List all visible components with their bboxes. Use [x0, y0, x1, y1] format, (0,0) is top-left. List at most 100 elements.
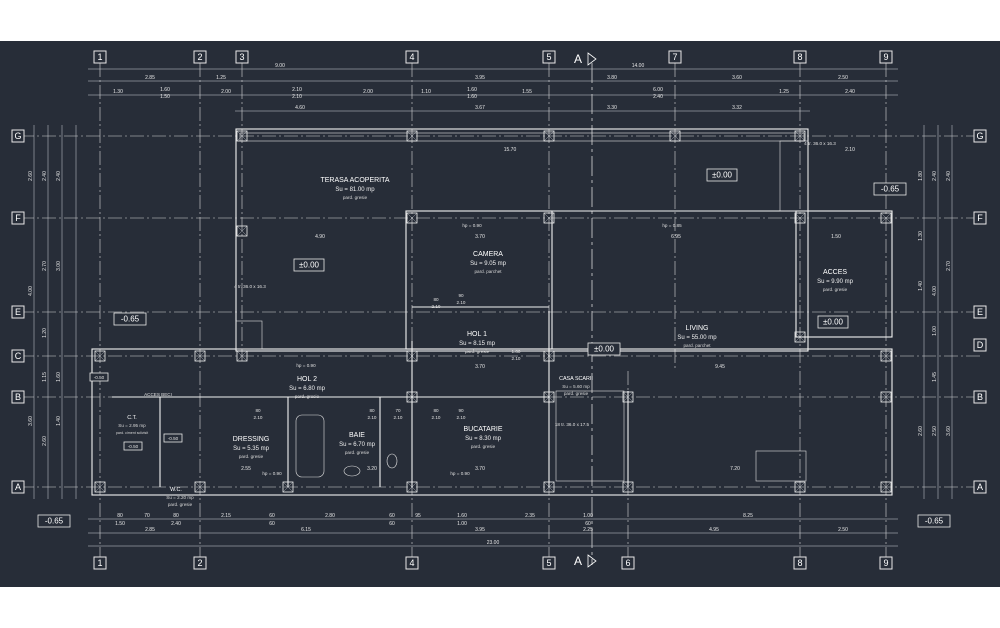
svg-text:Su = 9.90 mp: Su = 9.90 mp [817, 279, 854, 285]
svg-text:2.85: 2.85 [145, 527, 155, 533]
svg-text:hp = 0.90: hp = 0.90 [462, 223, 482, 228]
column-16 [543, 391, 555, 403]
svg-text:1.00: 1.00 [932, 326, 938, 336]
column-0 [236, 130, 248, 142]
axis-right-G: G [973, 129, 987, 143]
column-7 [543, 212, 555, 224]
level-right-outside: -0.65 [873, 182, 907, 196]
svg-text:2.10: 2.10 [512, 356, 521, 361]
svg-text:2.15: 2.15 [221, 513, 231, 519]
svg-text:2.25: 2.25 [583, 527, 593, 533]
room-wc: W.C. Su = 2.20 mp pard. gresie [166, 487, 194, 507]
svg-text:1.45: 1.45 [932, 372, 938, 382]
column-24 [622, 481, 634, 493]
column-1 [406, 130, 418, 142]
level-living: ±0.00 [587, 342, 621, 356]
column-hatch-5 [236, 225, 248, 237]
column-hatch-1 [406, 130, 418, 142]
svg-text:2.40: 2.40 [653, 94, 663, 100]
svg-text:1: 1 [97, 52, 102, 62]
svg-text:2.40: 2.40 [845, 89, 855, 95]
svg-text:3.95: 3.95 [475, 75, 485, 81]
svg-text:W.C.: W.C. [170, 487, 182, 493]
svg-text:70: 70 [395, 408, 401, 413]
svg-text:4 tr. 36.0 x 16.3: 4 tr. 36.0 x 16.3 [804, 141, 836, 146]
svg-text:4 tr. 36.0 x 16.3: 4 tr. 36.0 x 16.3 [234, 284, 266, 289]
svg-text:80: 80 [173, 513, 179, 519]
axis-top-9: 9 [879, 50, 893, 64]
svg-text:2.10: 2.10 [457, 415, 466, 420]
svg-text:C: C [15, 351, 22, 361]
column-hatch-2 [543, 130, 555, 142]
svg-text:2.10: 2.10 [394, 415, 403, 420]
column-hatch-14 [880, 350, 892, 362]
svg-text:90: 90 [458, 293, 464, 298]
svg-text:A: A [977, 482, 983, 492]
section-arrow-bottom [587, 554, 597, 568]
svg-text:A: A [15, 482, 21, 492]
svg-text:E: E [977, 307, 983, 317]
section-marker-top: A [574, 52, 582, 66]
room-camera: CAMERA Su = 9.05 mp pard. parchet [470, 251, 507, 274]
svg-text:E: E [15, 307, 21, 317]
column-5 [236, 225, 248, 237]
svg-text:3.80: 3.80 [607, 75, 617, 81]
column-13 [543, 350, 555, 362]
svg-text:1.50: 1.50 [160, 94, 170, 100]
svg-text:2.35: 2.35 [525, 513, 535, 519]
level-bottom-left: -0.65 [37, 514, 71, 528]
column-hatch-7 [543, 212, 555, 224]
room-living: LIVING Su = 55.00 mp pard. parchet [677, 325, 717, 348]
dims-right: 1.80 2.40 2.40 1.30 2.70 4.00 1.40 1.00 … [918, 171, 952, 436]
svg-text:±0.00: ±0.00 [712, 171, 733, 180]
svg-text:1.00: 1.00 [457, 521, 467, 527]
column-hatch-26 [880, 481, 892, 493]
column-18 [880, 391, 892, 403]
svg-text:3.67: 3.67 [475, 105, 485, 111]
svg-text:14.00: 14.00 [632, 63, 645, 69]
svg-text:4: 4 [409, 558, 414, 568]
column-20 [194, 481, 206, 493]
column-4 [794, 130, 806, 142]
svg-text:pard. gresie: pard. gresie [168, 502, 193, 507]
level-ct-1: -0.50 [89, 372, 109, 382]
svg-text:±0.00: ±0.00 [299, 261, 320, 270]
axis-top-7: 7 [668, 50, 682, 64]
svg-text:2.40: 2.40 [932, 171, 938, 181]
column-23 [543, 481, 555, 493]
svg-text:4.95: 4.95 [709, 527, 719, 533]
column-hatch-23 [543, 481, 555, 493]
svg-text:80: 80 [369, 408, 375, 413]
svg-text:4.60: 4.60 [295, 105, 305, 111]
column-hatch-20 [194, 481, 206, 493]
svg-text:4: 4 [409, 52, 414, 62]
svg-text:23.00: 23.00 [487, 540, 500, 546]
svg-text:F: F [15, 213, 21, 223]
column-hatch-25 [794, 481, 806, 493]
svg-text:70: 70 [144, 513, 150, 519]
svg-text:7.20: 7.20 [730, 466, 740, 472]
svg-text:hp = 0.90: hp = 0.90 [262, 471, 282, 476]
column-hatch-27 [236, 350, 248, 362]
svg-text:Su = 8.30 mp: Su = 8.30 mp [465, 436, 502, 442]
svg-text:Su = 9.05 mp: Su = 9.05 mp [470, 261, 507, 267]
column-hatch-19 [94, 481, 106, 493]
svg-text:1.80: 1.80 [918, 171, 924, 181]
column-hatch-28 [794, 331, 806, 343]
svg-text:15.70: 15.70 [504, 147, 517, 153]
column-hatch-13 [543, 350, 555, 362]
svg-text:2.50: 2.50 [932, 426, 938, 436]
svg-text:-0.50: -0.50 [128, 444, 139, 449]
axis-right-F: F [973, 211, 987, 225]
svg-text:9.45: 9.45 [715, 364, 725, 370]
svg-text:3.32: 3.32 [732, 105, 742, 111]
svg-text:2.60: 2.60 [918, 426, 924, 436]
svg-text:BUCATARIE: BUCATARIE [463, 426, 502, 433]
svg-text:18 tr. 36.0 x 17.5: 18 tr. 36.0 x 17.5 [555, 422, 590, 427]
svg-text:hp = 0.85: hp = 0.85 [662, 223, 682, 228]
level-terrace-right: ±0.00 [706, 168, 738, 182]
dimension-chains [33, 68, 953, 547]
svg-text:pard. gresie: pard. gresie [471, 444, 496, 449]
svg-text:3.20: 3.20 [367, 466, 377, 472]
columns [94, 130, 892, 493]
